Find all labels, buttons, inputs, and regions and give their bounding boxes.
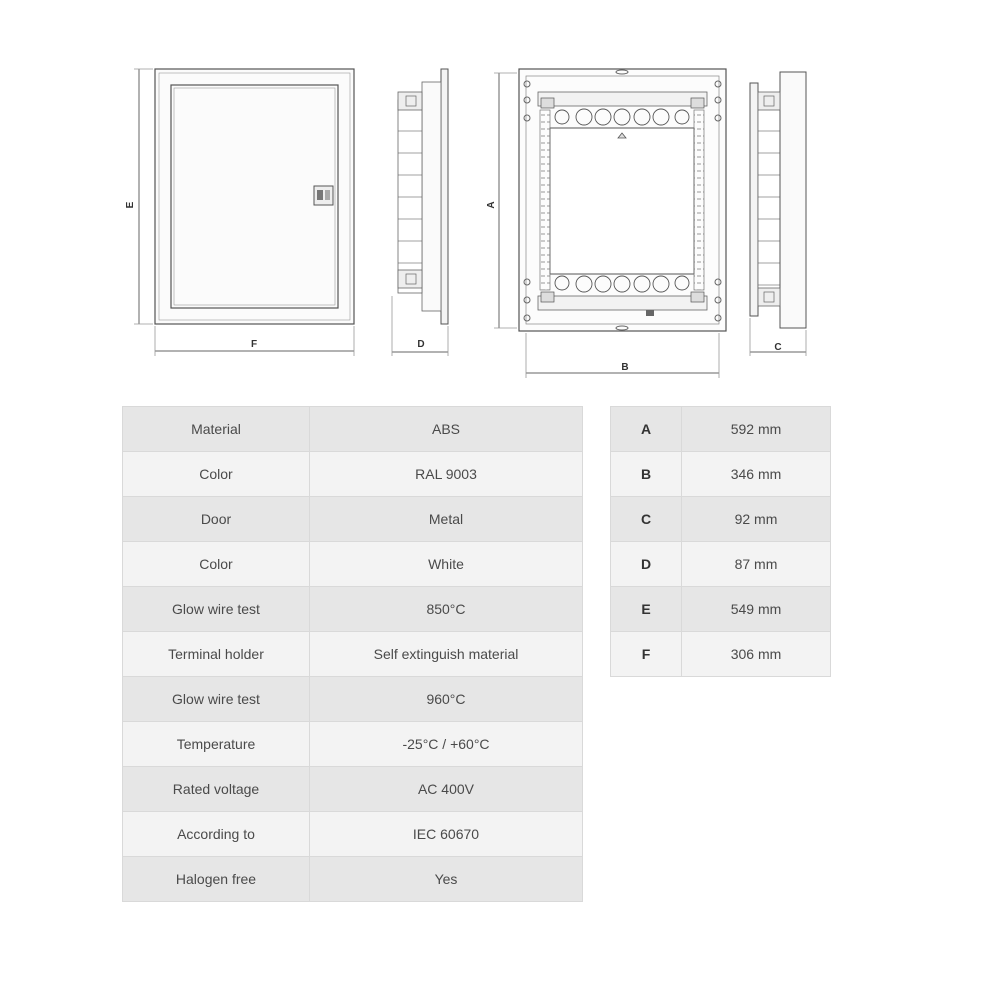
dim-label-d: D xyxy=(417,339,424,350)
property-label: Glow wire test xyxy=(122,586,310,632)
dim-label-f: F xyxy=(251,339,257,350)
dim-label-c: C xyxy=(774,342,781,353)
property-value: 960°C xyxy=(309,676,583,722)
property-label: Rated voltage xyxy=(122,766,310,812)
property-value: White xyxy=(309,541,583,587)
drawings-svg: E F D xyxy=(125,68,807,378)
dimension-key: F xyxy=(610,631,682,677)
property-value: AC 400V xyxy=(309,766,583,812)
property-value: 850°C xyxy=(309,586,583,632)
property-label: Door xyxy=(122,496,310,542)
property-value: ABS xyxy=(309,406,583,452)
dimension-value: 306 mm xyxy=(681,631,831,677)
frame-view xyxy=(494,68,727,378)
table-row: Temperature-25°C / +60°C xyxy=(122,721,583,767)
property-label: Terminal holder xyxy=(122,631,310,677)
dimension-key: C xyxy=(610,496,682,542)
technical-drawings: E F D xyxy=(0,0,1000,400)
front-view xyxy=(134,68,355,356)
dimension-value: 549 mm xyxy=(681,586,831,632)
dimension-key: A xyxy=(610,406,682,452)
dim-label-e: E xyxy=(125,201,136,208)
property-value: -25°C / +60°C xyxy=(309,721,583,767)
property-value: Self extinguish material xyxy=(309,631,583,677)
side-view-frame xyxy=(749,71,807,356)
door-panel xyxy=(170,84,339,309)
property-value: IEC 60670 xyxy=(309,811,583,857)
dimension-key: B xyxy=(610,451,682,497)
property-label: Halogen free xyxy=(122,856,310,902)
dim-label-b: B xyxy=(621,362,628,373)
property-label: Temperature xyxy=(122,721,310,767)
property-label: Material xyxy=(122,406,310,452)
property-value: Metal xyxy=(309,496,583,542)
door-lock-icon xyxy=(313,185,334,206)
dimension-value: 592 mm xyxy=(681,406,831,452)
side-view-door xyxy=(391,68,449,356)
property-label: According to xyxy=(122,811,310,857)
property-value: Yes xyxy=(309,856,583,902)
property-label: Color xyxy=(122,451,310,497)
dimension-key: E xyxy=(610,586,682,632)
dimension-value: 346 mm xyxy=(681,451,831,497)
knockouts-bottom xyxy=(554,275,690,293)
knockouts-top xyxy=(554,108,690,126)
property-label: Glow wire test xyxy=(122,676,310,722)
dimension-value: 92 mm xyxy=(681,496,831,542)
property-label: Color xyxy=(122,541,310,587)
dim-label-a: A xyxy=(486,201,497,208)
property-value: RAL 9003 xyxy=(309,451,583,497)
dimension-value: 87 mm xyxy=(681,541,831,587)
dimension-key: D xyxy=(610,541,682,587)
